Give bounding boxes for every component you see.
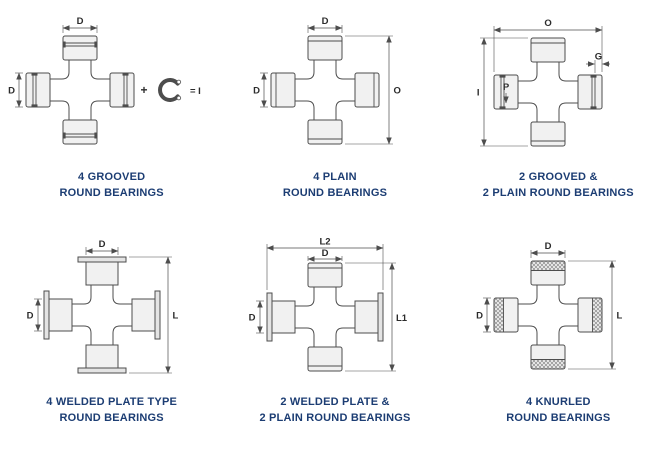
caption-line-2: 2 PLAIN ROUND BEARINGS: [482, 186, 634, 199]
welded-plate-bearing-cups: [43, 256, 161, 374]
caption: 4 KNURLED ROUND BEARINGS: [506, 395, 610, 427]
dim-label-d-left: D: [26, 311, 33, 322]
dim-top-d: D: [307, 16, 343, 33]
dim-top-d: D: [307, 248, 343, 262]
dim-label-g: G: [595, 52, 602, 63]
caption-line-1: 4 WELDED PLATE TYPE: [46, 396, 178, 408]
bearing-type-cell-2-welded-2-plain: L2 D D L1 2 WELDED: [223, 225, 446, 450]
dim-left-d: D: [8, 72, 23, 108]
mixed-welded-plain-cups: [266, 262, 384, 372]
dim-top-l2: L2: [266, 237, 384, 290]
bearing-type-cell-4-plain: D D O 4 PLAIN ROUND BEARINGS: [223, 0, 446, 225]
dim-label-o: O: [393, 86, 400, 97]
dim-label-d-top: D: [98, 239, 105, 250]
cross-body: [515, 282, 581, 348]
dim-left-i: I: [477, 37, 529, 147]
caption-line-2: 2 PLAIN ROUND BEARINGS: [259, 411, 411, 424]
dim-right-l1: L1: [344, 262, 408, 372]
diagram-2-grooved-2-plain: O G I P: [477, 18, 611, 147]
caption: 2 GROOVED & 2 PLAIN ROUND BEARINGS: [483, 170, 634, 202]
dim-top-o: O: [493, 18, 603, 72]
grooved-bearing-cups: [25, 35, 135, 145]
cross-body: [292, 57, 358, 123]
diagram-2-welded-2-plain: L2 D D L1: [249, 237, 408, 372]
dim-left-d: D: [26, 298, 42, 332]
diagram-4-welded-plate: D D L: [26, 239, 178, 374]
caption-line-2: ROUND BEARINGS: [59, 186, 164, 199]
plus-sign: +: [140, 83, 147, 97]
caption-line-2: ROUND BEARINGS: [282, 186, 388, 199]
dim-label-l1: L1: [396, 313, 408, 324]
cross-body: [515, 59, 581, 125]
caption-line-1: 2 GROOVED &: [519, 171, 598, 183]
caption-line-1: 4 GROOVED: [78, 171, 146, 183]
dim-label-p: P: [503, 82, 510, 93]
dim-label-l: L: [172, 311, 178, 322]
dim-label-i: I: [477, 88, 480, 99]
dim-label-d-left: D: [8, 86, 15, 97]
dim-label-l2: L2: [319, 237, 330, 248]
caption-line-2: ROUND BEARINGS: [506, 411, 611, 424]
dim-label-l: L: [617, 311, 623, 322]
dim-right-l: L: [128, 256, 178, 374]
diagram-4-plain: D D O: [253, 16, 401, 145]
bearing-type-cell-4-knurled: D D L 4 KNURLED ROUND BEARINGS: [447, 225, 670, 450]
diagram-4-grooved: D D + = I: [8, 16, 201, 145]
cross-body: [292, 284, 358, 350]
dim-top-d: D: [530, 241, 566, 258]
dim-left-d: D: [253, 72, 268, 108]
dim-label-d-top: D: [545, 241, 552, 252]
caption: 2 WELDED PLATE & 2 PLAIN ROUND BEARINGS: [259, 395, 410, 427]
dim-label-d-left: D: [249, 313, 256, 324]
caption-line-1: 4 KNURLED: [525, 396, 591, 408]
dim-top-d: D: [62, 16, 98, 33]
caption: 4 WELDED PLATE TYPE ROUND BEARINGS: [46, 395, 177, 427]
caption-line-1: 2 WELDED PLATE &: [280, 396, 390, 408]
dim-top-d: D: [85, 239, 119, 255]
dim-groove-g: G: [586, 52, 611, 73]
knurled-bearing-cups: [493, 260, 603, 370]
caption: 4 GROOVED ROUND BEARINGS: [60, 170, 164, 202]
diagram-4-knurled: D D L: [476, 241, 623, 370]
cross-body: [69, 282, 135, 348]
snap-ring-icon: [157, 78, 181, 102]
dim-label-d-left: D: [476, 311, 483, 322]
dim-right-l: L: [568, 260, 623, 370]
bearing-type-cell-4-grooved: D D + = I 4 GROOVED ROUND BEARINGS: [0, 0, 223, 225]
plain-bearing-cups: [270, 35, 380, 145]
dim-left-d: D: [476, 297, 492, 333]
dim-label-d-top: D: [322, 16, 329, 27]
mixed-bearing-cups: [493, 37, 603, 147]
bearing-type-cell-2-grooved-2-plain: O G I P 2 GROOVED: [447, 0, 670, 225]
dim-depth-p: P: [503, 82, 510, 104]
equals-i-label: = I: [190, 86, 201, 97]
caption-line-1: 4 PLAIN: [313, 171, 357, 183]
dim-label-o: O: [545, 18, 552, 29]
caption: 4 PLAIN ROUND BEARINGS: [283, 170, 387, 202]
dim-label-d-top: D: [76, 16, 83, 27]
dim-left-d: D: [249, 300, 264, 334]
dim-right-o: O: [344, 35, 401, 145]
bearing-type-cell-4-welded-plate: D D L 4 WELDED PLATE TYPE ROUND BEARINGS: [0, 225, 223, 450]
dim-label-d-top: D: [322, 248, 329, 259]
dim-label-d-left: D: [253, 86, 260, 97]
cross-body: [47, 57, 113, 123]
caption-line-2: ROUND BEARINGS: [59, 411, 164, 424]
